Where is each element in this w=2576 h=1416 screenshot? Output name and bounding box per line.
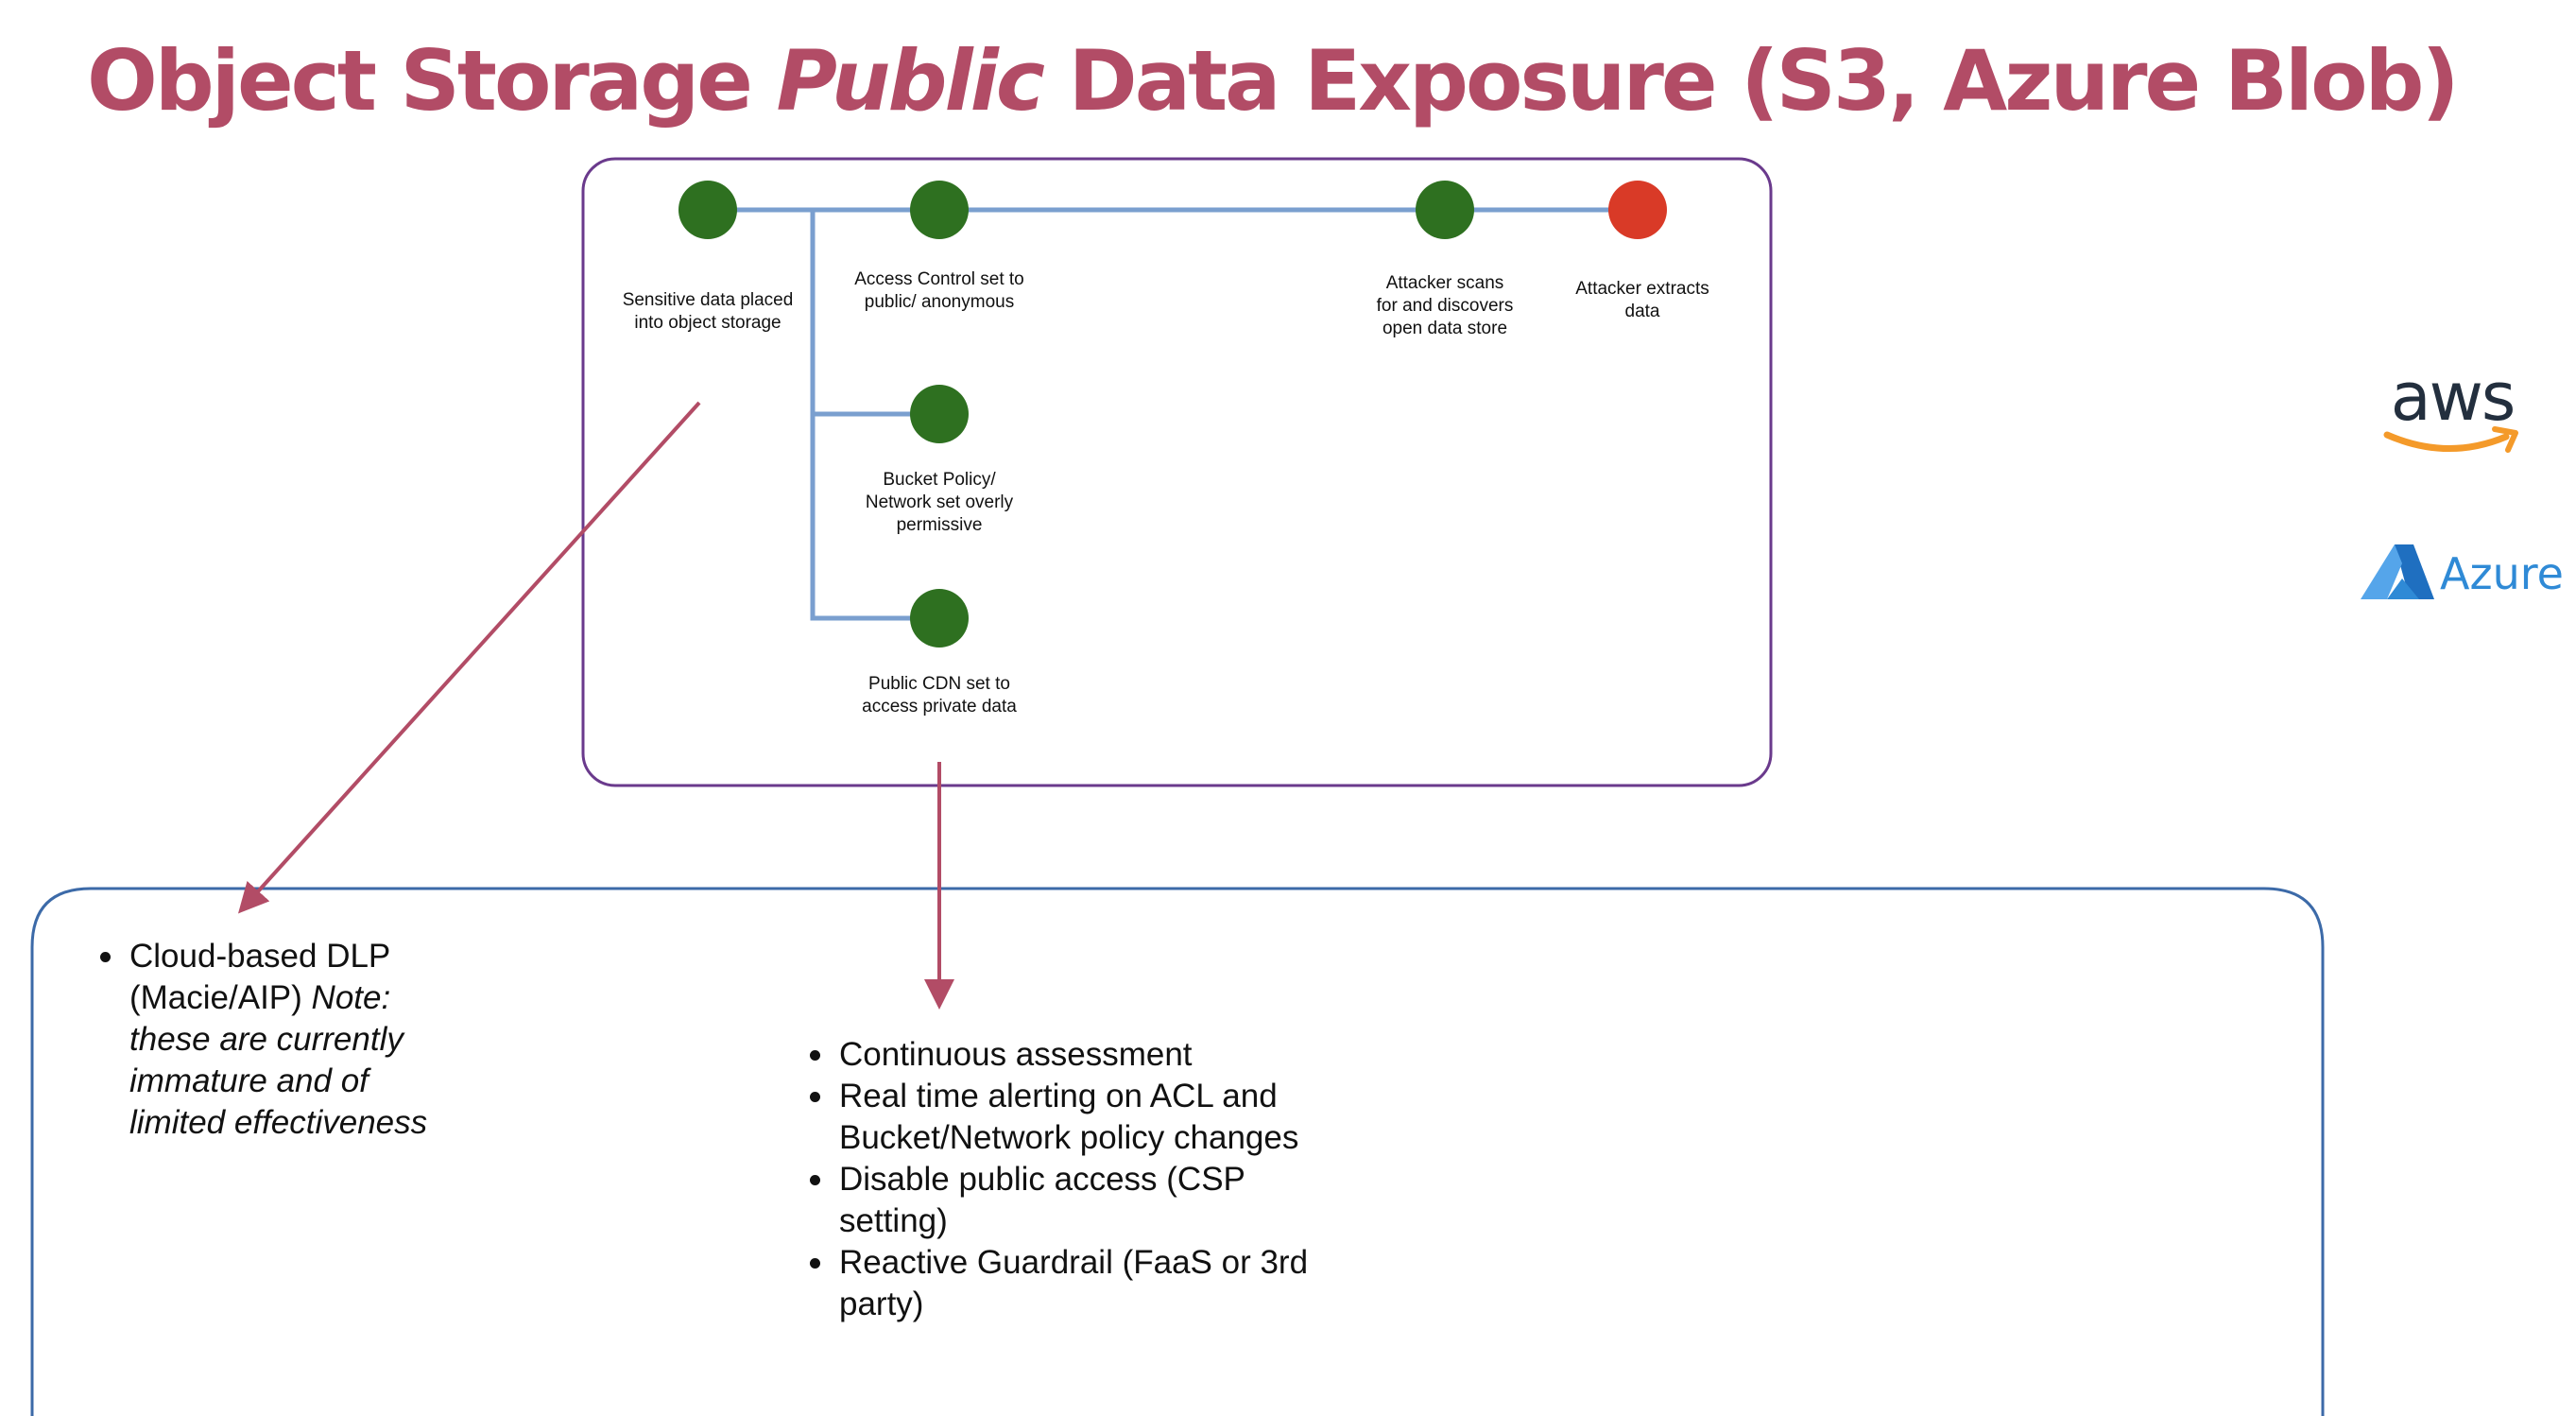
preventive-control-item: Reactive Guardrail (FaaS or 3rd party): [806, 1242, 1335, 1325]
nodes: [678, 181, 1667, 648]
node-label-attacker-scans: Attacker scans for and discovers open da…: [1376, 273, 1514, 338]
node-sensitive-data: [678, 181, 737, 239]
node-label-bucket-policy: Bucket Policy/ Network set overly permis…: [865, 470, 1014, 535]
node-public-cdn: [910, 589, 969, 648]
node-label-sensitive-data: Sensitive data placed into object storag…: [622, 290, 794, 333]
node-label-attacker-extracts: Attacker extracts data: [1575, 279, 1709, 321]
connector-lines: [708, 207, 1638, 621]
node-attacker-extracts: [1608, 181, 1667, 239]
preventive-controls-list: Continuous assessment Real time alerting…: [806, 1034, 1335, 1325]
preventive-control-item: Real time alerting on ACL and Bucket/Net…: [806, 1076, 1335, 1159]
arrow-to-detective-controls: [237, 401, 701, 914]
node-access-control: [910, 181, 969, 239]
attack-path-frame: [581, 157, 1773, 787]
title-part-2-emphasis: Public: [776, 32, 1045, 130]
aws-smile-icon: [2383, 426, 2518, 453]
title-part-1: Object Storage: [87, 32, 777, 130]
detective-control-item: Cloud-based DLP (Macie/AIP) Note: these …: [96, 936, 437, 1144]
azure-a-mark-icon: [2361, 544, 2434, 599]
edge-sensitive-data-to-public-cdn: [810, 210, 939, 621]
preventive-control-item: Continuous assessment: [806, 1034, 1335, 1076]
node-label-public-cdn: Public CDN set to access private data: [862, 674, 1017, 717]
azure-wordmark: Azure: [2440, 548, 2564, 599]
node-label-access-control: Access Control set to public/ anonymous: [854, 269, 1024, 312]
title-part-3: Data Exposure (S3, Azure Blob): [1042, 32, 2460, 130]
mitigations-frame: [30, 887, 2325, 1416]
node-bucket-policy: [910, 385, 969, 443]
control-text: Cloud-based DLP (Macie/AIP): [129, 938, 390, 1016]
aws-logo: aws: [2372, 359, 2533, 473]
detective-controls-list: Cloud-based DLP (Macie/AIP) Note: these …: [96, 936, 437, 1144]
node-attacker-scans: [1416, 181, 1474, 239]
aws-wordmark: aws: [2390, 358, 2516, 436]
page-title: Object Storage Public Data Exposure (S3,…: [87, 21, 2460, 142]
azure-logo: Azure: [2359, 539, 2576, 607]
preventive-control-item: Disable public access (CSP setting): [806, 1159, 1335, 1242]
control-note: Note: these are currently immature and o…: [129, 979, 428, 1141]
